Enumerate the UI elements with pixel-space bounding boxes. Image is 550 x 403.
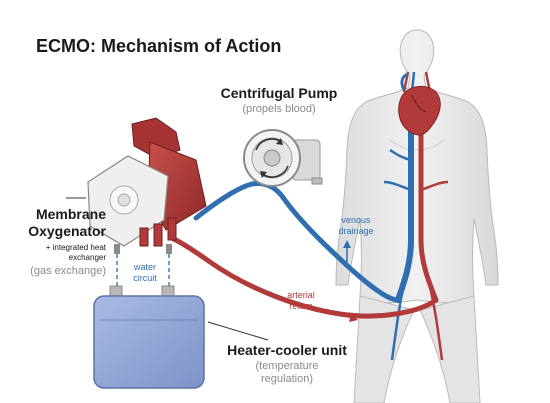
arterial-arrow xyxy=(325,309,358,322)
diagram-title: ECMO: Mechanism of Action xyxy=(36,36,282,56)
venous-drainage-line2: drainage xyxy=(338,226,374,236)
water-circuit-line1: water xyxy=(133,262,156,272)
oxygenator-sublabel-line1: + integrated heat xyxy=(45,243,106,252)
oxygenator-sublabel: + integrated heat exchanger xyxy=(2,243,106,263)
centrifugal-pump xyxy=(243,129,323,187)
oxygenator-role: (gas exchange) xyxy=(30,265,106,277)
heater-cooler-role: (temperature regulation) xyxy=(212,360,362,386)
pump-to-oxygenator-line xyxy=(193,181,255,221)
pump-label: Centrifugal Pump xyxy=(220,85,338,101)
heater-cooler-unit xyxy=(93,285,205,389)
water-circuit-line2: circuit xyxy=(133,273,157,283)
pump-role: (propels blood) xyxy=(242,103,316,115)
oxygenator-label-line2: Oxygenator xyxy=(28,223,106,239)
patient-body xyxy=(335,29,499,403)
oxygenator-sublabel-line2: exchanger xyxy=(68,253,106,262)
heater-cooler-leader-line xyxy=(207,321,269,341)
membrane-oxygenator xyxy=(87,117,207,254)
heater-cooler-role-line1: (temperature xyxy=(255,360,319,372)
water-circuit-label: water circuit xyxy=(120,262,170,284)
oxygenator-label: Membrane Oxygenator xyxy=(2,206,106,240)
arterial-return-line1: arterial xyxy=(287,290,315,300)
heart xyxy=(398,72,441,136)
arterial-return-label: arterial return xyxy=(266,290,336,312)
heater-cooler-role-line2: regulation) xyxy=(261,373,313,385)
arterial-return-line2: return xyxy=(289,301,313,311)
vena-cava xyxy=(383,97,414,361)
venous-arrow xyxy=(343,240,351,262)
venous-drainage-line1: venous xyxy=(341,215,371,225)
venous-drainage-label: venous drainage xyxy=(316,215,396,237)
arterial-cannula xyxy=(169,235,439,319)
heater-cooler-label: Heater-cooler unit xyxy=(227,342,347,358)
oxygenator-label-line1: Membrane xyxy=(35,206,106,222)
